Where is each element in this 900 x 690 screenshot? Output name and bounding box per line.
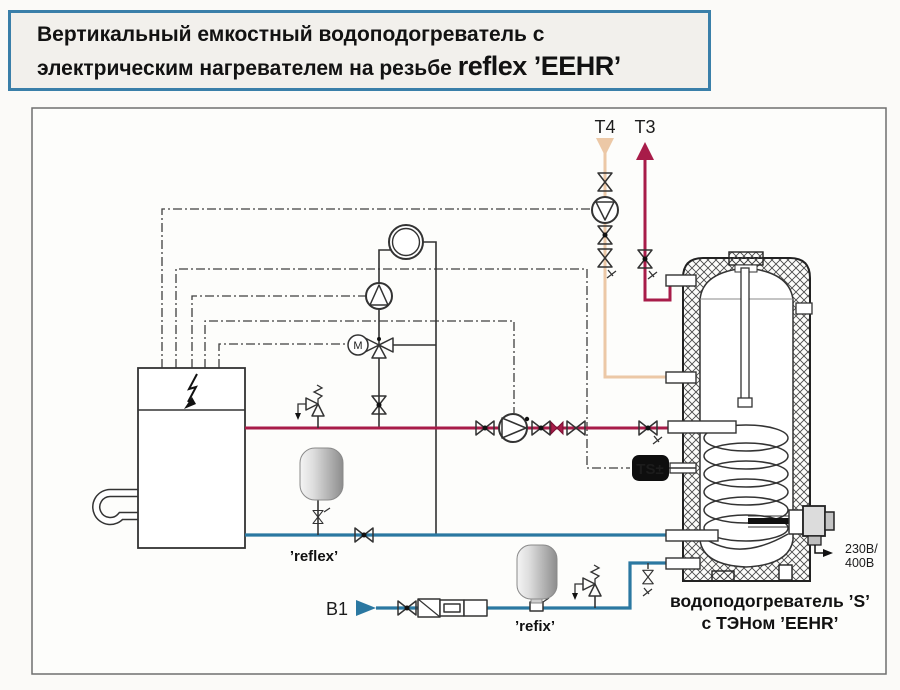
coil-inlet-tube (667, 420, 737, 434)
valve-stem-dot (377, 337, 381, 341)
coil-loop (703, 442, 789, 470)
coil-loop (703, 514, 789, 542)
tank-foot (711, 570, 735, 582)
power-arrowhead (823, 549, 833, 557)
heating-circuit: M (347, 224, 437, 535)
electric-heating-element (748, 518, 792, 524)
fitting-handle (542, 597, 550, 603)
heating-circuit-icon (388, 224, 424, 260)
brand-name: reflex ’EEHR’ (457, 51, 622, 81)
circulation-line-t4 (591, 138, 668, 379)
valve-dot (404, 605, 410, 611)
tank-inner-vessel (699, 267, 794, 568)
loading-pump-rotor (501, 417, 527, 439)
tank-drain-stub (778, 564, 793, 581)
title-line1: Вертикальный емкостный водоподогреватель… (37, 23, 545, 46)
electric-boiler-lightning-icon (187, 373, 198, 403)
coil-tail (703, 533, 789, 550)
cold-water-line (356, 544, 666, 618)
coil-loop (703, 478, 789, 506)
tank-top-flange (728, 251, 764, 266)
motor-actuator-icon (347, 334, 369, 356)
motor-actuator-label: M (353, 340, 362, 352)
label-reflex: ’reflex’ (290, 548, 338, 565)
heating-circuit-icon-inner (391, 227, 421, 257)
label-t3: T3 (634, 117, 655, 137)
coil-loop (703, 496, 789, 524)
check-valve-icon (550, 420, 564, 436)
label-refix: ’refix’ (515, 618, 555, 635)
sensor-tube (740, 267, 750, 401)
thermostat-label: TS± (636, 461, 663, 478)
terminal-box-cover (824, 511, 835, 531)
lightning-arrowhead (184, 397, 196, 409)
filter-diagonal (417, 598, 441, 618)
hot-outlet-stub (665, 274, 697, 287)
control-line-loading-pump (204, 320, 515, 413)
tank-caption-line2: с ТЭНом ’EEHR’ (702, 613, 839, 633)
pipe-union-icon (463, 599, 488, 617)
expansion-vessel-reflex (299, 447, 344, 501)
valve-dot (376, 402, 382, 408)
power-cable (814, 545, 823, 554)
hot-outlet-pipe (643, 159, 672, 302)
coil-loop (703, 460, 789, 488)
water-meter-inner (443, 603, 461, 613)
valve-dot (361, 532, 367, 538)
flow-arrow-t3 (636, 142, 654, 160)
thermostat-badge (632, 455, 669, 481)
boiler-return-line (245, 447, 666, 543)
coil-return-stub (665, 529, 719, 542)
valve-dot (645, 425, 651, 431)
flow-arrow-b1 (356, 600, 376, 616)
flow-arrow-t4 (596, 138, 614, 156)
circulation-pump-rotor (595, 201, 615, 221)
cold-inlet-stub (665, 557, 701, 570)
valve-dot (602, 232, 608, 238)
cable-gland (807, 535, 822, 546)
dhw-loading-line (245, 384, 668, 445)
control-line-thermostat (175, 268, 630, 469)
control-line-circulation-pump (161, 208, 592, 368)
coil-loop (703, 424, 789, 452)
element-terminal-box (802, 505, 826, 537)
thermometer-pocket (795, 302, 813, 315)
hot-water-outlet-line-t3 (636, 142, 672, 302)
circulation-stub (665, 371, 697, 384)
thermostat: TS± (632, 455, 697, 481)
control-line-mixing-valve (218, 343, 348, 368)
storage-tank (665, 251, 813, 582)
valve-dot (538, 425, 544, 431)
control-lines (161, 208, 630, 469)
voltage-label-line1: 230В/ (845, 542, 878, 556)
title-line2: электрическим нагревателем на резьбе ref… (37, 50, 708, 85)
voltage-label-line2: 400В (845, 556, 874, 570)
circulation-pipe (603, 152, 668, 379)
tank-caption-line1: водоподогреватель ’S’ (670, 591, 870, 611)
title-box: Вертикальный емкостный водоподогреватель… (8, 10, 711, 91)
title-line2-prefix: электрическим нагревателем на резьбе (37, 57, 452, 80)
loading-pump-icon (498, 413, 528, 443)
pump-port-dot (524, 416, 530, 422)
expansion-vessel-refix (516, 544, 558, 600)
heating-pump-rotor (369, 284, 389, 306)
valve-dot (642, 256, 648, 262)
valve-dot (482, 425, 488, 431)
boiler (92, 367, 246, 549)
circulation-pump-icon (591, 196, 619, 224)
label-b1: B1 (326, 599, 348, 619)
control-line-heating-pump (191, 295, 366, 368)
sensor-tube-cap (737, 397, 753, 408)
heating-return-riser (422, 241, 437, 535)
heating-element: 230В/ 400В (748, 505, 878, 570)
element-flange (788, 509, 804, 535)
boiler-siphon-loop-inner (93, 490, 138, 524)
heat-exchanger-coil (703, 424, 789, 550)
valve-handle (323, 507, 331, 513)
label-t4: T4 (594, 117, 615, 137)
heating-pump-icon (365, 282, 393, 310)
